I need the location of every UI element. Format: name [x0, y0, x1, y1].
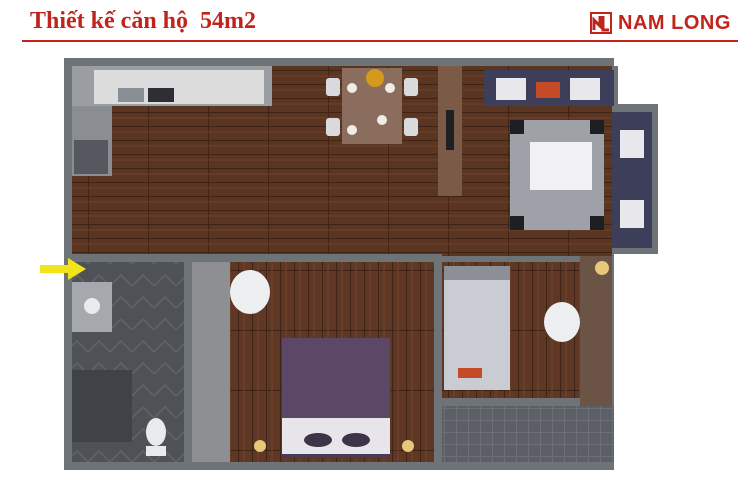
- sofa-cushion: [536, 82, 560, 98]
- kitchen-sink: [118, 88, 144, 102]
- bed-sheet: [282, 418, 390, 454]
- coffee-table: [530, 142, 592, 190]
- wardrobe: [192, 262, 230, 462]
- flowers: [366, 69, 384, 87]
- sofa-cushion: [620, 130, 644, 158]
- entrance-arrow-icon: [40, 258, 86, 280]
- washbasin: [84, 298, 100, 314]
- dining-plate: [377, 115, 387, 125]
- nightstand-lamp: [254, 440, 266, 452]
- sofa-cushion: [570, 78, 600, 100]
- study-bed-frame: [444, 266, 510, 280]
- dining-plate: [385, 83, 395, 93]
- rug-corner: [590, 120, 604, 134]
- interior-wall: [434, 254, 442, 404]
- bathroom-shower: [72, 370, 132, 442]
- page-title: Thiết kế căn hộ 54m2: [30, 8, 257, 34]
- pillow: [304, 433, 332, 447]
- rug-corner: [510, 216, 524, 230]
- brand-logo: NAM LONG: [590, 10, 731, 36]
- floor-plan: [64, 58, 658, 470]
- desk-lamp: [595, 261, 609, 275]
- interior-wall: [434, 398, 612, 406]
- fridge: [74, 140, 108, 174]
- interior-wall: [184, 254, 192, 470]
- balcony: [442, 406, 614, 462]
- pillow: [342, 433, 370, 447]
- dining-plate: [347, 125, 357, 135]
- study-desk: [580, 256, 612, 406]
- bed-blanket: [282, 338, 390, 418]
- nightstand-lamp: [402, 440, 414, 452]
- chair: [404, 118, 418, 136]
- study-cushion: [458, 368, 482, 378]
- rug-corner: [590, 216, 604, 230]
- tv: [446, 110, 454, 150]
- chair: [326, 118, 340, 136]
- title-rule: [22, 40, 738, 42]
- armchair: [230, 270, 270, 314]
- kitchen-stove: [148, 88, 174, 102]
- chair: [404, 78, 418, 96]
- toilet: [146, 418, 166, 446]
- dining-plate: [347, 83, 357, 93]
- brand-name: NAM LONG: [618, 11, 731, 34]
- interior-wall: [64, 254, 440, 262]
- study-chair: [544, 302, 580, 342]
- rug-corner: [510, 120, 524, 134]
- nam-long-logo-icon: [590, 12, 612, 34]
- chair: [326, 78, 340, 96]
- sofa-cushion: [496, 78, 526, 100]
- sofa-cushion: [620, 200, 644, 228]
- toilet-tank: [146, 446, 166, 456]
